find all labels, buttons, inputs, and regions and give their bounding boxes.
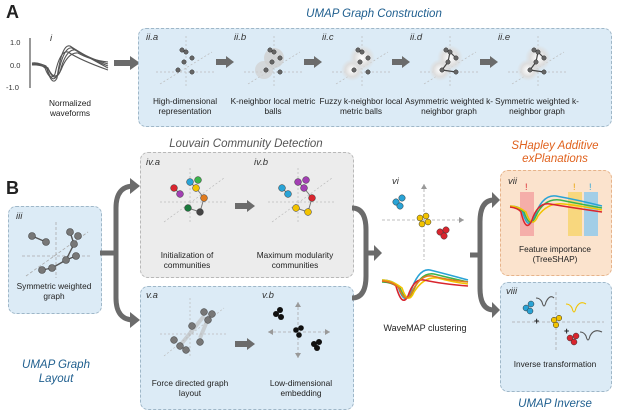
bracket-middle-icon (351, 205, 382, 301)
svg-text:!: ! (525, 182, 528, 192)
louvain-step-caption: Maximum modularity communities (256, 250, 334, 270)
arrow-icon (235, 200, 255, 212)
waveform-tick-mid: 0.0 (10, 61, 21, 70)
shap-caption: Feature importance (TreeSHAP) (519, 244, 591, 264)
force-layout-icon (160, 298, 228, 358)
wavemap-label: vi (392, 176, 399, 187)
louvain-step-label: iv.a (146, 157, 161, 168)
bracket-left-icon (100, 178, 140, 328)
symmetric-graph-icon (22, 222, 92, 278)
wavemap-embedding-icon (382, 184, 464, 260)
shap-title: SHapley Additive exPlanations (511, 140, 599, 165)
step-label: ii.c (322, 32, 334, 43)
arrow-icon (216, 56, 234, 68)
step-caption: Asymmetric weighted k-neighbor graph (404, 96, 494, 116)
embedding-icon (268, 302, 330, 358)
louvain-title: Louvain Community Detection (169, 138, 323, 150)
svg-text:!: ! (589, 182, 592, 192)
arrow-icon (304, 56, 322, 68)
step-caption: Fuzzy k-neighbor local metric balls (319, 96, 403, 116)
step-caption: Symmetric weighted k-neighbor graph (495, 96, 579, 116)
step-label: ii.a (146, 32, 159, 43)
step-graph-icon (156, 36, 216, 86)
symmetric-graph-label: iii (16, 211, 23, 222)
step-caption: K-neighbor local metric balls (230, 96, 316, 116)
louvain-panel (140, 152, 354, 278)
shap-label: vii (508, 176, 517, 187)
waveform-plot (29, 38, 109, 88)
inverse-label: viii (506, 286, 518, 297)
arrow-icon (392, 56, 410, 68)
step-label: ii.e (498, 32, 511, 43)
waveform-label: i (50, 33, 53, 44)
waveform-tick-top: 1.0 (10, 38, 21, 47)
section-a-letter: A (6, 2, 19, 22)
arrow-icon (480, 56, 498, 68)
step-graph-icon (420, 36, 480, 86)
layout-step-label: v.b (262, 290, 274, 301)
umap-graph-layout-title: UMAP Graph Layout (22, 359, 90, 385)
louvain-step-label: iv.b (254, 157, 269, 168)
step-caption: High-dimensional representation (152, 96, 218, 116)
umap-graph-construction-title: UMAP Graph Construction (306, 8, 442, 20)
svg-text:+: + (534, 316, 539, 326)
louvain-step-caption: Initialization of communities (160, 250, 214, 270)
step-graph-icon (244, 36, 304, 86)
wavemap-waveforms-icon (381, 269, 469, 302)
svg-text:+: + (564, 326, 569, 336)
wavemap-caption: WaveMAP clustering (383, 323, 467, 333)
bracket-right-icon (470, 192, 500, 318)
svg-text:!: ! (573, 182, 576, 192)
feature-importance-icon: ! ! ! (509, 182, 603, 236)
umap-inverse-title: UMAP Inverse (518, 398, 592, 410)
community-graph-icon (268, 168, 334, 224)
arrow-icon (114, 56, 140, 70)
inverse-transform-icon: ++ (512, 292, 604, 350)
community-graph-icon (160, 168, 226, 224)
layout-step-caption: Low-dimensional embedding (269, 378, 333, 398)
waveform-tick-bottom: -1.0 (6, 83, 19, 92)
layout-step-caption: Force directed graph layout (151, 378, 229, 398)
waveform-caption: Normalized waveforms (49, 98, 91, 118)
inverse-caption: Inverse transformation (513, 359, 597, 369)
step-label: ii.d (410, 32, 423, 43)
section-b-letter: B (6, 178, 19, 198)
symmetric-graph-caption: Symmetric weighted graph (16, 281, 92, 301)
arrow-icon (235, 338, 255, 350)
step-label: ii.b (234, 32, 247, 43)
step-graph-icon (508, 36, 568, 86)
step-graph-icon (332, 36, 392, 86)
symmetric-graph-panel (8, 206, 102, 314)
layout-step-label: v.a (146, 290, 158, 301)
